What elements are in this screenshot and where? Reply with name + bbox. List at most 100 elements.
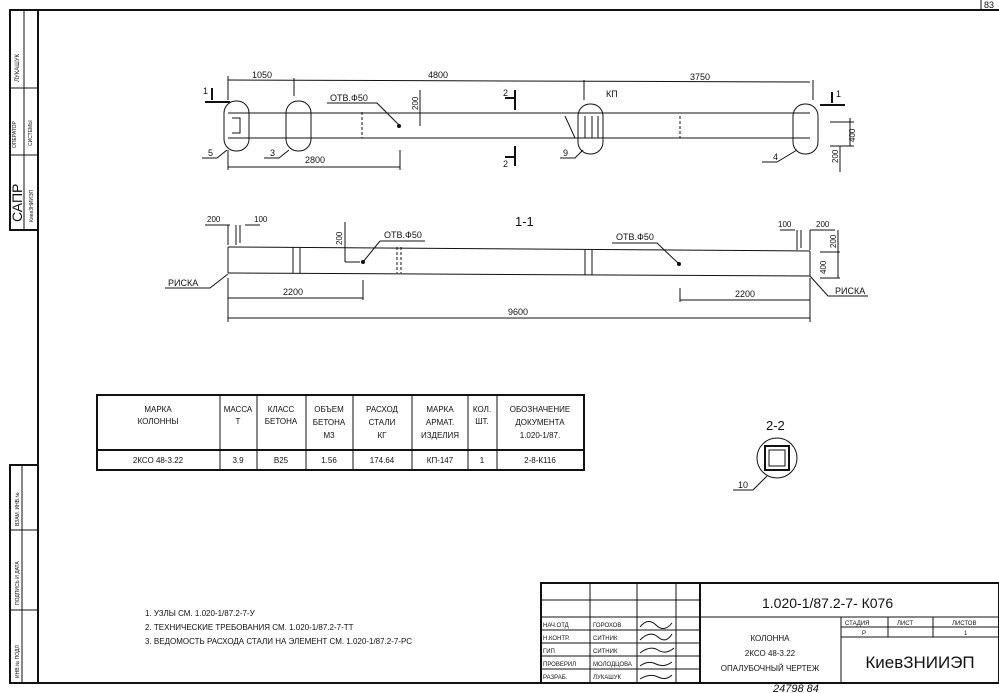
title-block-roles-1-role: Н.КОНТР. (543, 636, 570, 642)
section-2-2-callout: 10 (738, 480, 748, 490)
title-block-roles-0-role: НАЧ.ОТД (543, 623, 569, 629)
plan-view-dims-d4800: 4800 (428, 70, 448, 80)
archive-number: 24798 84 (772, 683, 819, 693)
title-block: 1.020-1/87.2-7- К076 НАЧ.ОТД ГОРОХОВ Н.К… (540, 582, 999, 684)
spec-table-headers-4-0: РАСХОД (366, 405, 398, 414)
side-stamp-org: КиевЗНИИЭП (29, 189, 35, 222)
spec-table-headers-3-2: М3 (323, 431, 335, 440)
title-block-roles-0-name: ГОРОХОВ (593, 623, 621, 629)
plan-view-callouts-3: 4 (773, 152, 778, 162)
spec-table-row-3: 1.56 (321, 456, 337, 465)
spec-table-headers-6-0: КОЛ. (473, 405, 491, 414)
side-stamp: ЛУКАШУК ОПЕРАТОР СИСТЕМЫ САПР КиевЗНИИЭП… (9, 9, 39, 684)
plan-view-dims-d1050: 1050 (252, 70, 272, 80)
section-view-riska-right: РИСКА (835, 286, 865, 296)
spec-table: МАРКА КОЛОННЫ МАССА Т КЛАСС БЕТОНА ОБЪЕМ… (96, 394, 585, 471)
section-view-dims-d200v: 200 (335, 231, 344, 245)
plan-view-callouts-0: 5 (208, 148, 213, 158)
callout-ellipse-3 (285, 100, 312, 152)
spec-table-headers-1-1: Т (236, 417, 241, 426)
side-stamp-podpis: ПОДПИСЬ И ДАТА (15, 561, 21, 605)
spec-table-row-0: 2КСО 48-3.22 (133, 456, 184, 465)
title-block-name-2: 2КСО 48-3.22 (745, 649, 796, 658)
section-view-riska-left: РИСКА (168, 278, 198, 288)
plan-view-kp-label: КП (606, 89, 618, 99)
sheet-number: 83 (984, 0, 994, 10)
spec-table-headers-4-1: СТАЛИ (369, 418, 396, 427)
side-stamp-inv-podl: ИНВ.№ ПОДЛ (15, 645, 21, 678)
spec-table-headers-2-1: БЕТОНА (265, 417, 298, 426)
spec-table-headers-5-2: ИЗДЕЛИЯ (421, 431, 459, 440)
title-block-roles-4-role: РАЗРАБ. (543, 675, 568, 681)
title-block-stage: Р (862, 631, 866, 637)
plan-view-dims-d200a: 200 (411, 96, 420, 110)
plan-view-dims-d200b: 200 (831, 149, 840, 163)
sheet-frame: 83 (10, 0, 999, 684)
callout-ellipse-5 (223, 100, 250, 152)
spec-table-headers-7-1: ДОКУМЕНТА (515, 418, 565, 427)
plan-view-section-2: 2 (503, 159, 508, 169)
plan-view-callouts-1: 3 (270, 148, 275, 158)
side-stamp-sapr: САПР (9, 184, 25, 222)
section-view-title: 1-1 (515, 214, 534, 229)
title-block-sheet-label: ЛИСТ (897, 621, 913, 627)
side-stamp-operator-label-2: СИСТЕМЫ (28, 120, 34, 146)
section-view-dims-d200r: 200 (816, 220, 830, 229)
spec-table-headers-7-2: 1.020-1/87. (520, 431, 560, 440)
side-stamp-vzam: ВЗАМ. ИНВ.№ (15, 492, 21, 526)
spec-table-row-4: 174.64 (370, 456, 395, 465)
spec-table-row-1: 3.9 (232, 456, 244, 465)
signatures (639, 621, 675, 680)
title-block-roles-2-name: СИТНИК (593, 649, 618, 655)
spec-table-row-2: В25 (274, 456, 289, 465)
section-view-dims-d2200l: 2200 (283, 287, 303, 297)
section-view-dims-d200l: 200 (207, 215, 221, 224)
spec-table-headers-7-0: ОБОЗНАЧЕНИЕ (510, 405, 570, 414)
spec-table-headers-4-2: КГ (378, 431, 388, 440)
notes: 1. УЗЛЫ СМ. 1.020-1/87.2-7-У 2. ТЕХНИЧЕС… (145, 609, 412, 646)
title-block-stage-label: СТАДИЯ (845, 621, 870, 627)
spec-table-headers-6-1: ШТ. (475, 417, 489, 426)
spec-table-headers-0-1: КОЛОННЫ (138, 417, 179, 426)
side-stamp-operator-label-1: ОПЕРАТОР (12, 121, 18, 148)
section-view-hole-label-2: ОТВ.Ф50 (616, 232, 654, 242)
title-block-roles-3-role: ПРОВЕРИЛ (543, 662, 576, 668)
plan-view-section-2: 2 (503, 88, 508, 98)
section-view-dims-d400: 400 (819, 260, 828, 274)
section-2-2-title: 2-2 (766, 418, 785, 433)
spec-table-headers-5-0: МАРКА (426, 405, 454, 414)
plan-view: 1050 4800 3750 2800 200 ОТВ.Ф50 КП 1 1 2… (202, 70, 857, 172)
plan-view-section-1: 1 (203, 86, 208, 96)
title-block-roles-1-name: СИТНИК (593, 636, 618, 642)
section-2-2: 2-2 10 (733, 418, 798, 491)
notes-1: 2. ТЕХНИЧЕСКИЕ ТРЕБОВАНИЯ СМ. 1.020-1/87… (145, 623, 354, 632)
spec-table-headers-0-0: МАРКА (144, 405, 172, 414)
plan-view-hole-label: ОТВ.Ф50 (330, 93, 368, 103)
side-stamp-operator-name: ЛУКАШУК (15, 53, 21, 82)
section-view-dims-d100r: 100 (778, 220, 792, 229)
section-view-dims-d2200r: 2200 (735, 289, 755, 299)
notes-0: 1. УЗЛЫ СМ. 1.020-1/87.2-7-У (145, 609, 256, 618)
spec-table-headers-1-0: МАССА (224, 405, 253, 414)
spec-table-row-7: 2-8-К116 (524, 456, 556, 465)
title-block-roles-2-role: ГИП (543, 649, 555, 655)
section-1-1: 1-1 200 100 100 200 200 ОТВ.Ф50 ОТВ.Ф50 … (165, 214, 868, 322)
title-block-code: 1.020-1/87.2-7- К076 (762, 595, 893, 611)
callout-ellipse-9 (577, 103, 604, 155)
section-view-dims-d9600: 9600 (508, 307, 528, 317)
title-block-roles-4-name: ЛУКАШУК (593, 675, 622, 681)
title-block-name-1: КОЛОННА (750, 634, 790, 643)
title-block-sheets: 1 (964, 631, 968, 637)
spec-table-headers-3-0: ОБЪЕМ (314, 405, 344, 414)
plan-view-dims-d2800: 2800 (305, 155, 325, 165)
section-view-dims-d100l: 100 (254, 215, 268, 224)
title-block-roles-3-name: МОЛОДЦОВА (593, 662, 632, 668)
spec-table-headers-5-1: АРМАТ. (426, 418, 454, 427)
spec-table-row-6: 1 (480, 456, 485, 465)
title-block-name-3: ОПАЛУБОЧНЫЙ ЧЕРТЕЖ (721, 664, 820, 673)
callout-ellipse-4 (792, 103, 819, 155)
spec-table-row-5: КП-147 (427, 456, 454, 465)
section-view-hole-label-1: ОТВ.Ф50 (384, 230, 422, 240)
plan-view-callouts-2: 9 (563, 148, 568, 158)
